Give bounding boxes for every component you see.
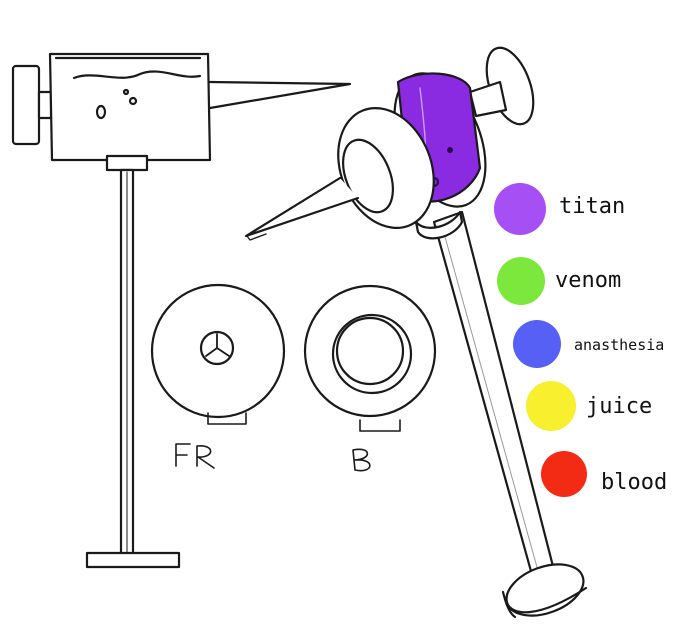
front-bracket: [207, 412, 247, 425]
legend-label-anasthesia: anasthesia: [574, 336, 665, 354]
legend-swatch-venom: [497, 257, 545, 305]
angled-plunger-neck: [468, 80, 508, 118]
back-ring-inner: [335, 316, 405, 386]
angled-hammer: [244, 46, 588, 619]
side-liquid-line: [72, 70, 202, 80]
side-collar: [105, 154, 149, 172]
legend-label-juice: juice: [586, 394, 653, 419]
legend-label-blood: blood: [601, 470, 668, 495]
legend-swatch-anasthesia: [513, 320, 561, 368]
legend-swatch-juice: [526, 381, 576, 431]
front-view-label: FR: [172, 440, 210, 468]
back-view-label: B: [350, 446, 370, 474]
side-plunger-cap: [11, 64, 41, 146]
side-view-hammer: [11, 52, 352, 569]
legend-label-titan: titan: [559, 194, 626, 219]
front-view: [150, 283, 286, 469]
legend-swatch-blood: [541, 451, 587, 497]
letter-R: [196, 445, 215, 469]
side-base: [85, 551, 181, 569]
legend-swatch-titan: [494, 183, 546, 235]
back-view: [303, 284, 437, 472]
angled-collar: [414, 210, 464, 240]
bubble: [95, 104, 107, 120]
letter-F: [175, 443, 191, 467]
back-bracket: [359, 419, 401, 432]
side-plunger-neck: [37, 90, 53, 120]
side-barrel: [48, 52, 212, 162]
side-needle: [208, 80, 352, 110]
barrel-front-face: [342, 138, 394, 214]
legend-label-venom: venom: [555, 268, 622, 293]
letter-B: [352, 448, 371, 472]
angled-needle: [244, 176, 360, 238]
